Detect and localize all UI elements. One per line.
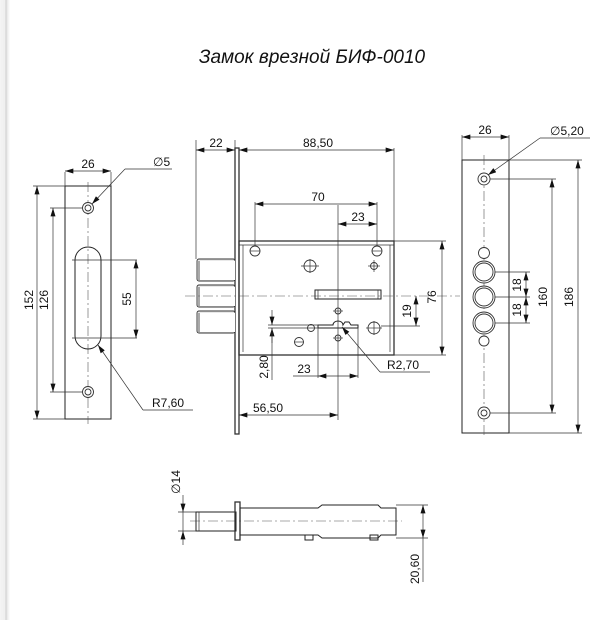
bolt-height-label: 20,60 bbox=[408, 554, 422, 584]
faceplate-small-hole-bottom bbox=[478, 335, 490, 347]
faceplate-hole-spacing-label: 160 bbox=[536, 287, 550, 307]
lock-bolt-offset-label: 19 bbox=[400, 304, 414, 318]
lock-backset-label: 56,50 bbox=[253, 401, 283, 415]
strike-slot-radius-label: R7,60 bbox=[152, 396, 184, 410]
drawing-title: Замок врезной БИФ-0010 bbox=[199, 47, 426, 68]
lock-bolt-bar bbox=[314, 289, 382, 300]
bolt-side-view: ∅14 20,60 bbox=[169, 470, 428, 584]
strike-slot-length-label: 55 bbox=[120, 292, 134, 306]
lock-body-height-label: 76 bbox=[425, 290, 439, 304]
lock-hole-offset-label: 23 bbox=[351, 210, 365, 224]
faceplate-height-label: 186 bbox=[562, 287, 576, 307]
page-edge bbox=[0, 0, 10, 620]
faceplate-hole-diameter-label: ∅5,20 bbox=[550, 124, 584, 138]
strike-bottom-hole-inner bbox=[84, 388, 92, 396]
lock-slot-height-label: 2,80 bbox=[257, 355, 271, 379]
lock-body-outline bbox=[238, 240, 395, 356]
bolt-body bbox=[239, 504, 397, 539]
lock-faceplate-offset-label: 22 bbox=[209, 136, 223, 150]
faceplate-small-hole-top bbox=[478, 247, 490, 259]
faceplate-outline bbox=[461, 159, 510, 434]
lock-slot-width-label: 23 bbox=[297, 362, 311, 376]
strike-height-label: 152 bbox=[22, 290, 36, 310]
faceplate-view: 26 ∅5,20 18 18 160 186 bbox=[461, 123, 590, 438]
lock-hole-spacing-label: 70 bbox=[311, 190, 325, 204]
faceplate-bolt-spacing-1-label: 18 bbox=[510, 278, 524, 292]
bolt-diameter-label: ∅14 bbox=[169, 470, 183, 494]
lock-body-view: 22 88,50 70 23 76 19 2,80 23 bbox=[185, 136, 460, 435]
lock-body-depth-label: 88,50 bbox=[303, 136, 333, 150]
strike-slot bbox=[74, 246, 102, 350]
lock-key-slot bbox=[317, 320, 359, 329]
faceplate-width-label: 26 bbox=[478, 123, 492, 137]
strike-plate-view: 26 ∅5 152 126 55 R7,60 bbox=[22, 155, 193, 424]
lock-key-radius-label: R2,70 bbox=[387, 358, 419, 372]
strike-top-hole-inner bbox=[84, 204, 92, 212]
strike-width-label: 26 bbox=[81, 157, 95, 171]
strike-hole-spacing-label: 126 bbox=[37, 290, 51, 310]
strike-hole-diameter-label: ∅5 bbox=[153, 155, 170, 169]
bolt-tip bbox=[195, 511, 237, 532]
faceplate-bolt-spacing-2-label: 18 bbox=[510, 303, 524, 317]
